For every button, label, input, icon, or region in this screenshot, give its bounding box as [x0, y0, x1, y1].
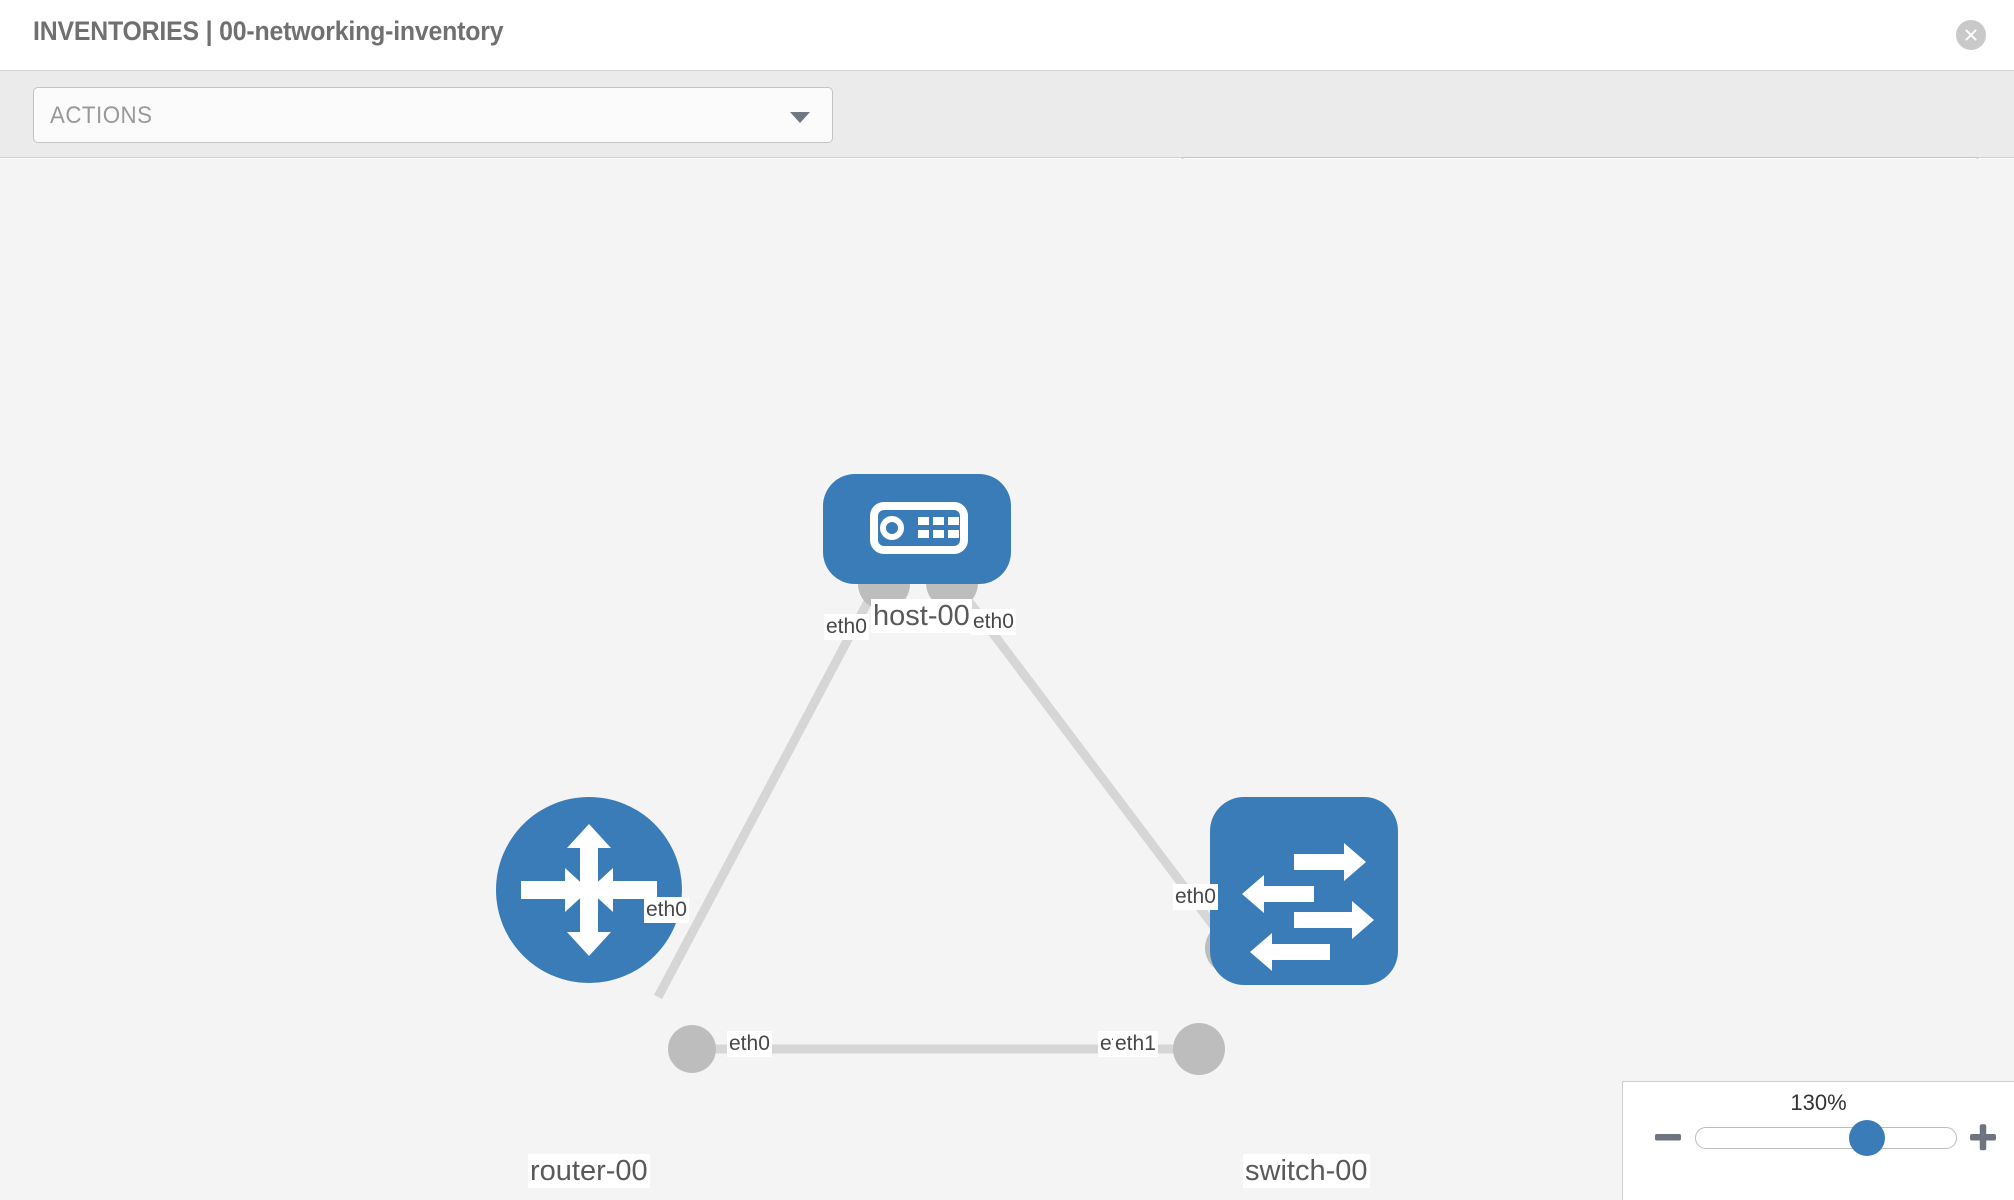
endpoint-router00-right [668, 1025, 716, 1073]
chevron-down-icon [790, 112, 810, 123]
node-router-00 [496, 797, 682, 983]
plus-icon[interactable] [1966, 1120, 2000, 1154]
zoom-slider-track[interactable] [1695, 1127, 1957, 1149]
interface-label: eth1 [1113, 1031, 1158, 1057]
minus-icon[interactable] [1651, 1120, 1685, 1154]
zoom-slider-handle[interactable] [1849, 1120, 1885, 1156]
toolbar: ACTIONS SEARCH [0, 71, 2014, 213]
interface-label: eth0 [824, 614, 869, 640]
interface-label: eth0 [971, 609, 1016, 635]
topology-links [654, 576, 1235, 1054]
link-host00-router00 [654, 576, 884, 1000]
actions-dropdown[interactable]: ACTIONS [33, 87, 833, 143]
node-label-host-00: host-00 [871, 599, 972, 633]
interface-label: eth0 [727, 1031, 772, 1057]
interface-label: eth0 [1173, 884, 1218, 910]
page-header: INVENTORIES | 00-networking-inventory [0, 0, 2014, 71]
interface-label: eth0 [644, 897, 689, 923]
topology-canvas[interactable]: eth0 eth0 eth0 eth0 eth0 eth0 eth1 host-… [0, 159, 2014, 1200]
switch-arrows-icon [1242, 843, 1374, 971]
server-icon [870, 502, 968, 554]
node-label-switch-00: switch-00 [1243, 1154, 1370, 1188]
node-host-00 [823, 474, 1011, 584]
topology-graph [496, 474, 1398, 1075]
actions-dropdown-label: ACTIONS [50, 102, 153, 129]
router-arrows-icon [521, 824, 657, 956]
zoom-control: 130% [1622, 1081, 2014, 1200]
zoom-percent-label: 130% [1790, 1090, 1847, 1115]
node-label-router-00: router-00 [528, 1154, 650, 1188]
close-icon[interactable] [1956, 20, 1986, 50]
page-title: INVENTORIES | 00-networking-inventory [33, 16, 504, 46]
node-switch-00 [1210, 797, 1398, 985]
endpoint-switch00-left [1173, 1023, 1225, 1075]
